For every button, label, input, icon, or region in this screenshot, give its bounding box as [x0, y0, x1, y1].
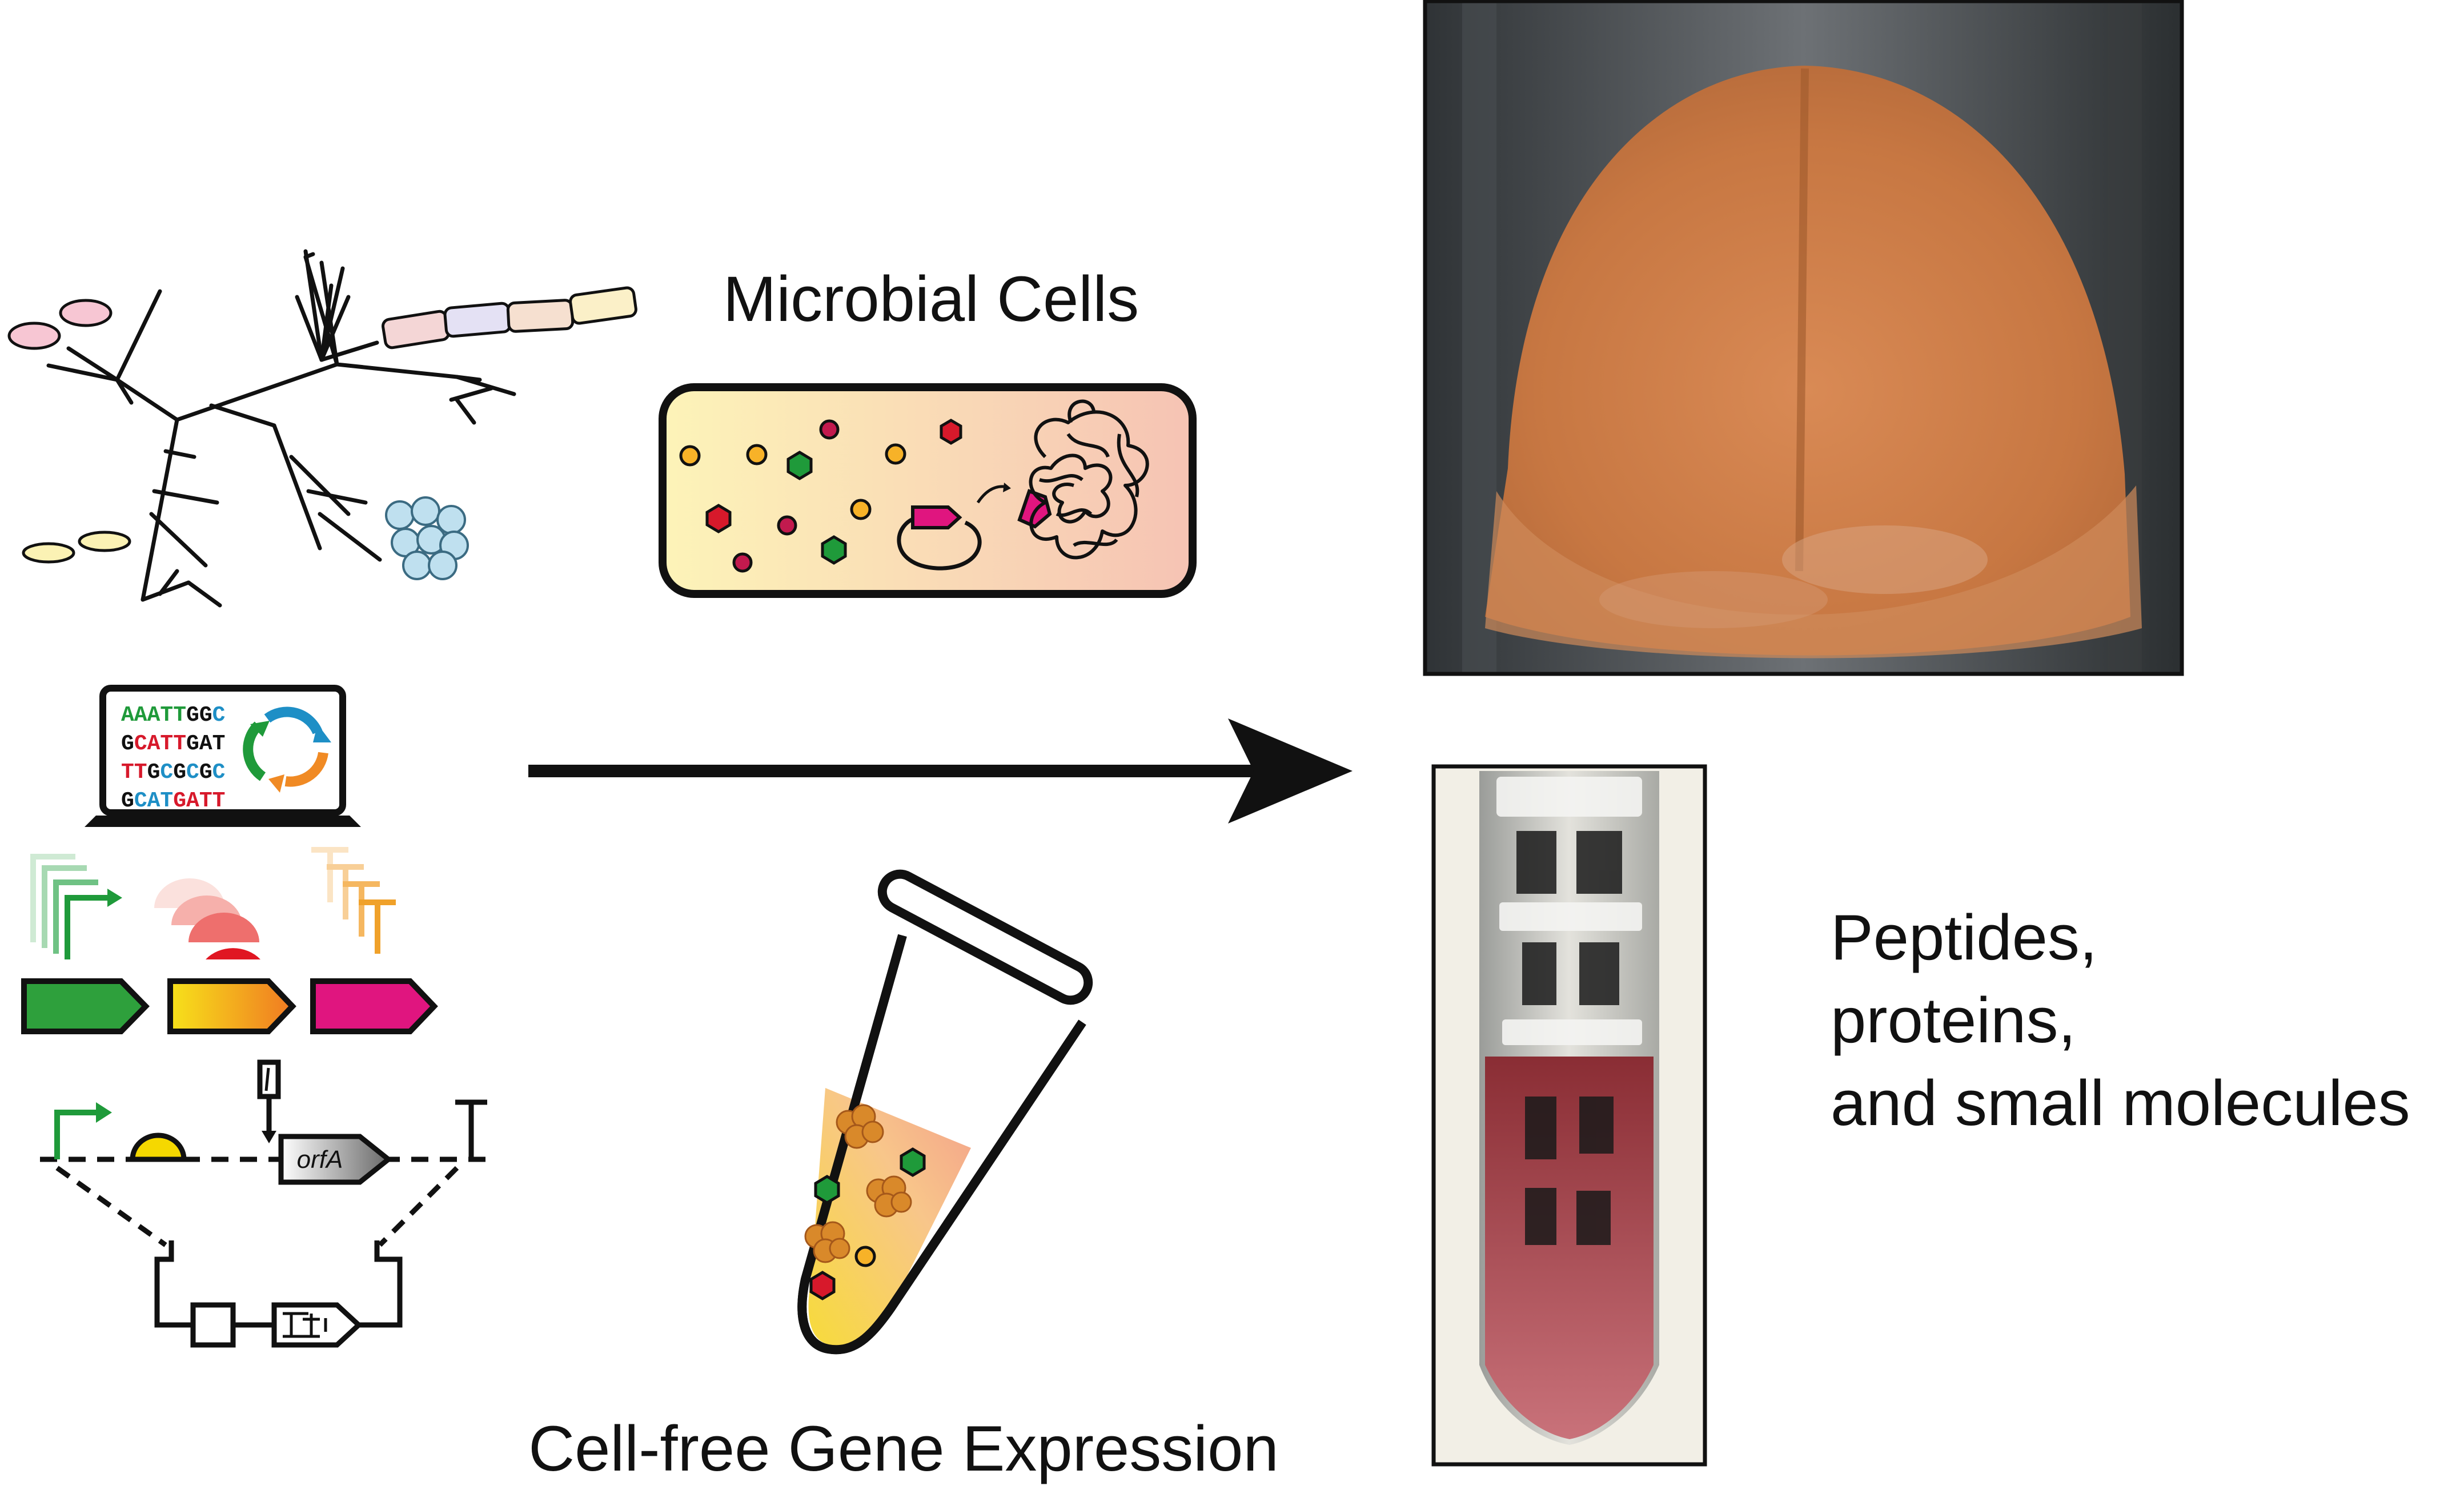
reaction-tube-photo	[1431, 764, 1707, 1467]
dna-sequence-segment: G	[147, 760, 160, 785]
dna-sequence-line: GCATGATT	[121, 789, 225, 813]
promoter-stack-icon	[30, 854, 122, 959]
microbe-pink-1	[7, 322, 61, 350]
microbe-pink-2	[59, 299, 113, 327]
dna-sequence-segment: G	[173, 760, 186, 785]
dna-sequence-segment: GG	[186, 703, 212, 728]
plasmid-icon	[897, 505, 982, 571]
products-label-line3: and small molecules	[1831, 1067, 2410, 1139]
dna-sequence-line: AAATTGGC	[121, 703, 225, 728]
cell-free-tube	[797, 869, 1093, 1355]
dna-sequence-segment: GATT	[173, 789, 225, 813]
insertion-arrow-icon	[976, 485, 1005, 504]
dna-sequence-segment: AAATT	[121, 703, 186, 728]
dna-sequence-segment: G	[199, 760, 212, 785]
products-label-line2: proteins,	[1831, 985, 2076, 1056]
microbial-cell-body	[659, 383, 1197, 598]
dna-sequence-line: GCATTGAT	[121, 732, 225, 756]
rbs-stack-icon	[154, 878, 260, 959]
tube-contents	[804, 1104, 926, 1300]
cell-free-label: Cell-free Gene Expression	[528, 1413, 1278, 1484]
plasmid-cycle-icon	[243, 706, 331, 793]
cell-cluster	[385, 496, 469, 580]
gene-part-orange	[167, 978, 296, 1034]
gene-part-green	[21, 978, 150, 1034]
orfA-gene	[278, 1134, 393, 1185]
dna-sequence-segment: C	[212, 703, 226, 728]
orfA-label: orfA	[297, 1146, 343, 1174]
filament-microbe	[382, 286, 637, 350]
microbe-yellow-2	[78, 531, 131, 552]
dna-sequence-segment: C	[212, 760, 226, 785]
fermentation-jar-photo	[1423, 0, 2184, 676]
dna-sequence-segment: CAT	[134, 789, 173, 813]
genome-coil-icon	[1029, 399, 1149, 560]
circuit-expansion	[55, 1166, 459, 1348]
microbe-yellow-1	[22, 542, 75, 564]
laptop-icon	[85, 685, 361, 827]
dna-sequence-segment: C	[160, 760, 173, 785]
dna-sequence-segment: G	[121, 789, 134, 813]
process-arrow	[528, 718, 1353, 824]
dna-sequence-segment: G	[121, 732, 134, 756]
cell-metabolites	[679, 419, 962, 573]
dna-sequence-segment: TT	[121, 760, 147, 785]
products-label-line1: Peptides,	[1831, 902, 2097, 973]
microbial-cells-label: Microbial Cells	[723, 263, 1139, 335]
genetic-circuit	[40, 1059, 491, 1162]
dna-sequence-segment: GAT	[186, 732, 225, 756]
dna-sequence-segment: CATT	[134, 732, 186, 756]
phylogenetic-tree	[46, 249, 516, 608]
dna-sequence-segment: C	[186, 760, 199, 785]
terminator-stack-icon	[311, 847, 396, 954]
gene-part-magenta	[310, 978, 438, 1034]
dna-sequence-line: TTGCGCGC	[121, 760, 225, 785]
